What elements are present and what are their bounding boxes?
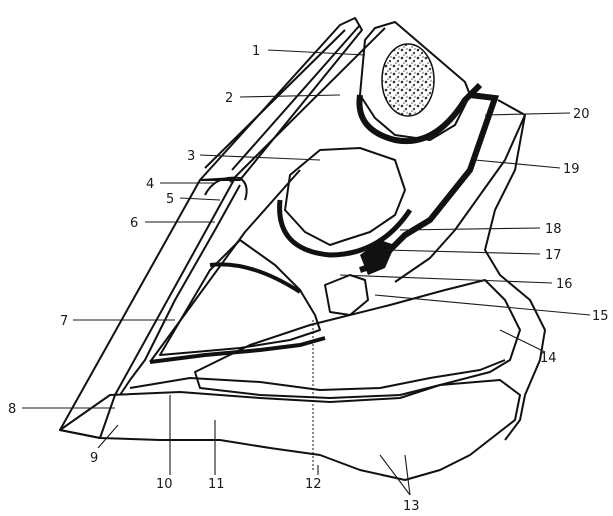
sole-inner-line <box>130 360 505 390</box>
label-18: 18 <box>545 222 562 237</box>
label-4: 4 <box>146 177 154 192</box>
sole-region <box>60 380 520 480</box>
coffin-bone <box>160 240 320 355</box>
label-2: 2 <box>225 91 233 106</box>
label-19: 19 <box>563 162 580 177</box>
label-3: 3 <box>187 149 195 164</box>
label-15: 15 <box>592 309 609 324</box>
label-8: 8 <box>8 402 16 417</box>
label-1: 1 <box>252 44 260 59</box>
label-20: 20 <box>573 107 590 122</box>
hoof-wall <box>60 178 235 438</box>
label-11: 11 <box>208 477 225 492</box>
label-7: 7 <box>60 314 68 329</box>
second-phalanx <box>285 148 405 245</box>
label-10: 10 <box>156 477 173 492</box>
label-12: 12 <box>305 477 322 492</box>
navicular-bone <box>325 275 368 315</box>
label-16: 16 <box>556 277 573 292</box>
label-9: 9 <box>90 451 98 466</box>
label-6: 6 <box>130 216 138 231</box>
label-5: 5 <box>166 192 174 207</box>
label-17: 17 <box>545 248 562 263</box>
label-14: 14 <box>540 351 557 366</box>
label-13: 13 <box>403 499 420 514</box>
